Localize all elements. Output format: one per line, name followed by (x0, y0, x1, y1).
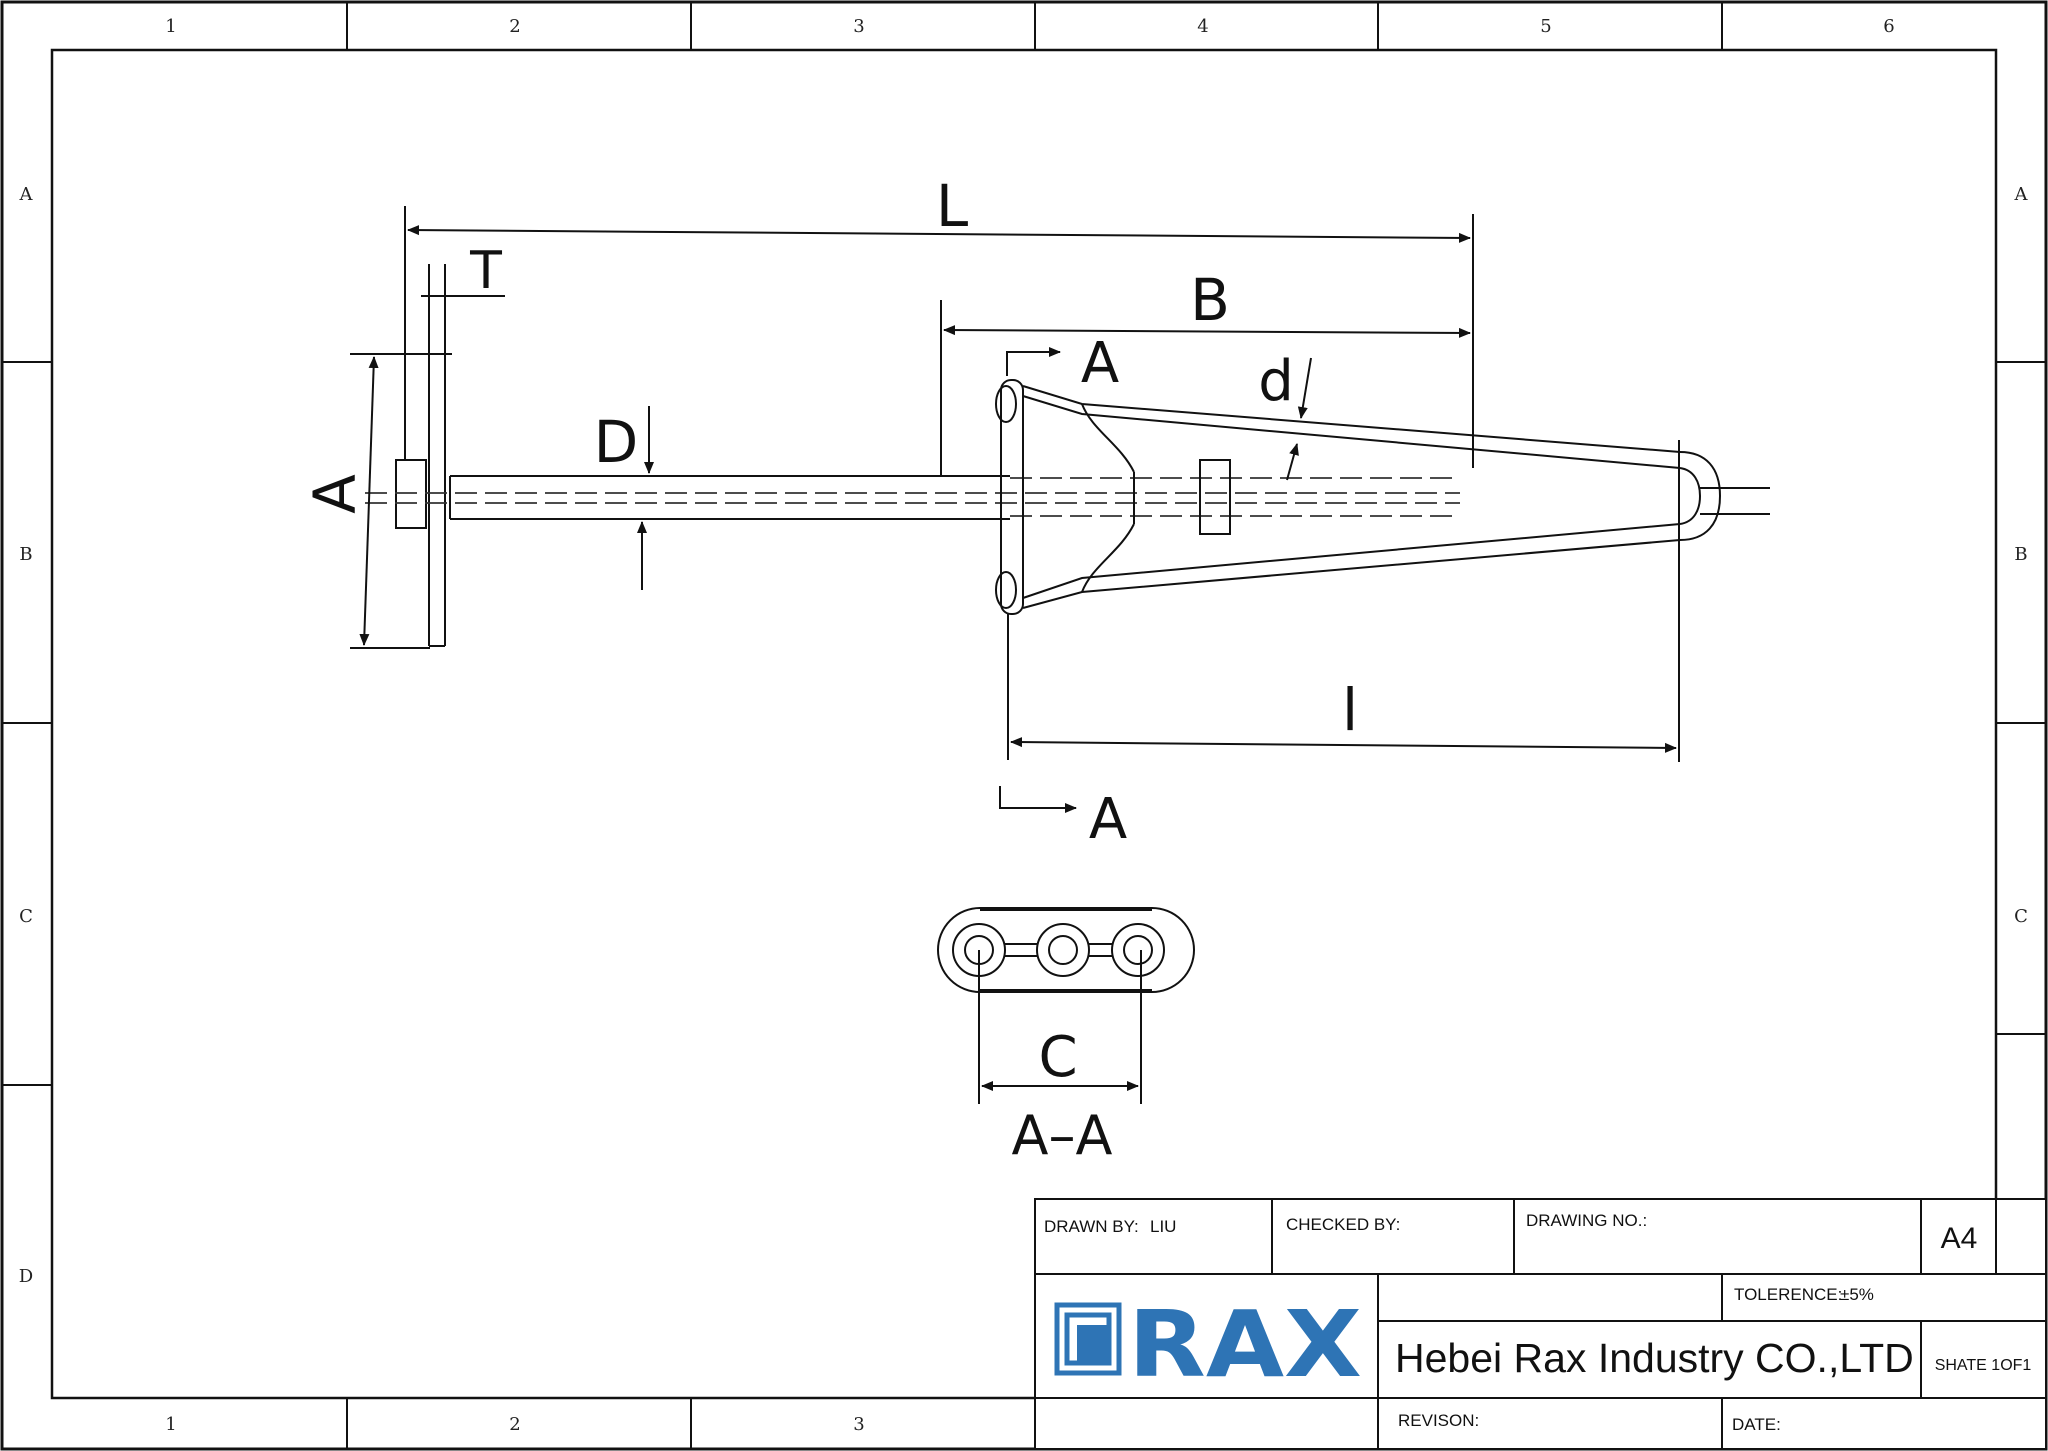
rod (449, 475, 1010, 520)
zone-row-c-left: C (19, 906, 33, 927)
zone-col-6-top: 6 (1883, 16, 1894, 37)
end-plate (395, 264, 446, 647)
dim-label-C: C (1038, 1025, 1077, 1090)
dim-label-d: d (1258, 349, 1294, 414)
checked-by-label: CHECKED BY: (1286, 1215, 1400, 1234)
dim-label-l: l (1342, 676, 1358, 744)
rax-logo: RAX (1054, 1291, 1362, 1398)
title-block: DRAWN BY: LIU CHECKED BY: DRAWING NO.: A… (1034, 1198, 2047, 1450)
rax-logo-text: RAX (1128, 1291, 1362, 1398)
zone-col-3-top: 3 (853, 16, 864, 37)
zone-row-c-right: C (2014, 906, 2028, 927)
centerlines (365, 477, 1460, 517)
part-drawing: L T B A D d A A l C A–A (301, 172, 1770, 1167)
tolerance-label: TOLERENCE: (1734, 1285, 1842, 1304)
zone-labels-right: A B C (2014, 184, 2029, 927)
dim-label-D: D (594, 408, 639, 476)
dim-label-L: L (936, 172, 968, 240)
tolerance-value: ±5% (1840, 1285, 1874, 1304)
zone-row-b-right: B (2014, 544, 2027, 565)
drawing-no-label: DRAWING NO.: (1526, 1211, 1647, 1230)
drawn-by-label: DRAWN BY: (1044, 1217, 1139, 1236)
zone-row-b-left: B (19, 544, 32, 565)
zone-row-a-right: A (2014, 184, 2029, 205)
zone-col-1-bottom: 1 (165, 1414, 176, 1435)
zone-col-2-bottom: 2 (509, 1414, 520, 1435)
zone-col-3-bottom: 3 (853, 1414, 864, 1435)
sheet-size: A4 (1941, 1222, 1978, 1255)
zone-labels-bottom: 1 2 3 (165, 1414, 864, 1435)
section-label-bottom: A (1089, 787, 1127, 852)
zone-row-d-left: D (19, 1266, 33, 1287)
sheet-number: SHATE 1OF1 (1935, 1357, 2032, 1374)
section-view (937, 907, 1195, 1104)
section-view-label: A–A (1012, 1104, 1113, 1167)
zone-col-4-top: 4 (1197, 16, 1208, 37)
dim-label-A: A (301, 474, 369, 514)
date-label: DATE: (1732, 1415, 1781, 1434)
dimension-lines (350, 206, 1680, 813)
wedge-body (995, 379, 1770, 615)
drawn-by-value: LIU (1150, 1217, 1176, 1236)
zone-col-1-top: 1 (165, 16, 176, 37)
zone-row-a-left: A (19, 184, 34, 205)
company-name: Hebei Rax Industry CO.,LTD (1395, 1335, 1914, 1381)
dimension-labels: L T B A D d A A l C A–A (301, 172, 1358, 1167)
dim-label-T: T (469, 241, 502, 301)
zone-labels-top: 1 2 3 4 5 6 (165, 16, 1894, 37)
zone-col-2-top: 2 (509, 16, 520, 37)
rax-logo-mark-icon (1054, 1302, 1122, 1376)
zone-col-5-top: 5 (1540, 16, 1551, 37)
zone-labels-left: A B C D (19, 184, 34, 1287)
section-label-top: A (1081, 331, 1119, 396)
dim-label-B: B (1190, 266, 1230, 334)
revision-label: REVISON: (1398, 1411, 1479, 1430)
